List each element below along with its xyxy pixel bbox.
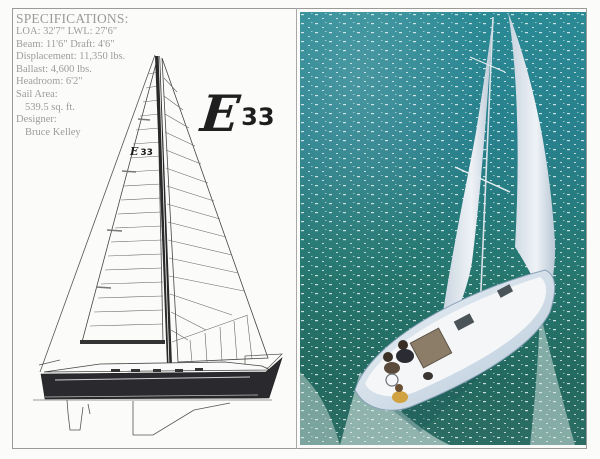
spec-designer-label: Designer: [16, 114, 57, 126]
brochure-frame [12, 8, 587, 449]
spec-beam-draft: Beam: 11'6" Draft: 4'6" [16, 38, 115, 50]
logo-letter: E [197, 84, 243, 143]
model-logo: E 33 [197, 84, 275, 143]
spec-displacement: Displacement: 11,350 lbs. [16, 51, 126, 63]
photo-scene [300, 12, 586, 445]
specifications-title: SPECIFICATIONS: [16, 11, 129, 26]
sail-insignia-number: 33 [140, 148, 153, 158]
spec-sail-area-value: 539.5 sq. ft. [25, 101, 75, 113]
panel-divider [296, 8, 297, 449]
sail-insignia: E 33 [130, 145, 153, 158]
specifications-block: SPECIFICATIONS: LOA: 32'7" LWL: 27'6" Be… [16, 11, 129, 139]
sailboat-photo [300, 12, 586, 445]
spec-sail-area-label: Sail Area: [16, 88, 58, 100]
sail-plan-panel: SPECIFICATIONS: LOA: 32'7" LWL: 27'6" Be… [13, 9, 296, 448]
spec-ballast: Ballast: 4,600 lbs. [16, 63, 92, 75]
spec-designer-value: Bruce Kelley [25, 126, 81, 138]
logo-number: 33 [241, 103, 275, 131]
sail-plan-drawing [33, 54, 283, 436]
spec-loa-lwl: LOA: 32'7" LWL: 27'6" [16, 26, 118, 37]
spec-headroom: Headroom: 6'2" [16, 76, 83, 88]
sail-insignia-letter: E [130, 145, 139, 158]
